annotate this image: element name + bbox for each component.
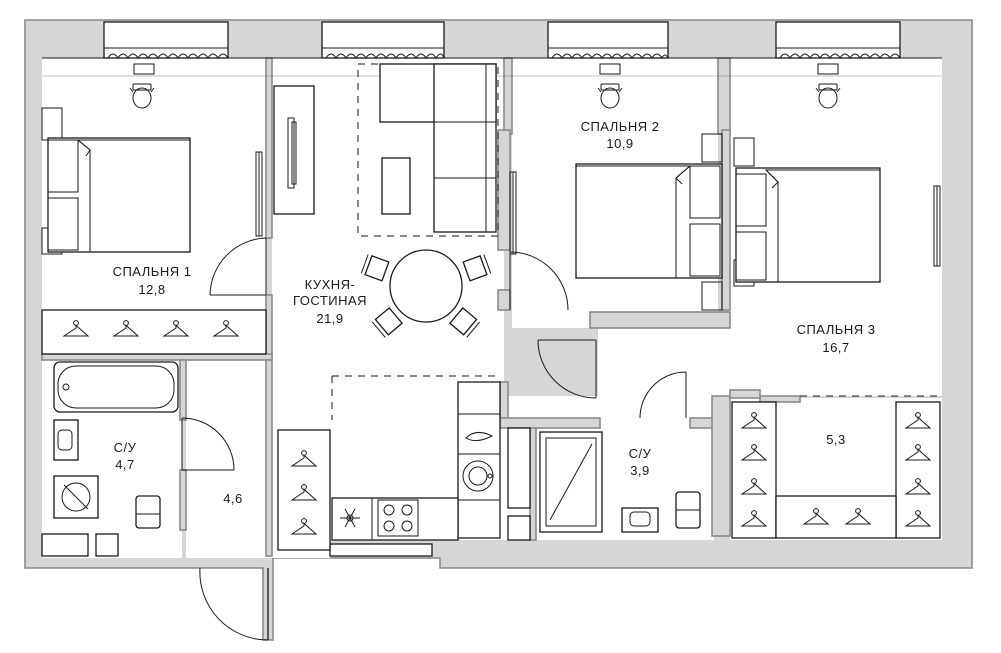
washbasin-icon: [621, 507, 659, 533]
door-bedroom1[interactable]: [209, 237, 267, 296]
hall-wardrobe: [277, 429, 331, 551]
entrance-door[interactable]: [199, 567, 269, 641]
interior-walls: [41, 57, 801, 557]
chair-icon: [371, 306, 404, 338]
room-area-bedroom2: 10,9: [606, 136, 633, 151]
door-bathroom1[interactable]: [181, 417, 235, 471]
window-bedroom3: [775, 21, 901, 59]
nightstand: [733, 137, 755, 167]
windows: [42, 21, 942, 77]
bathroom2-fixtures: [507, 427, 701, 541]
bathroom1-fixtures: [41, 361, 179, 557]
bathtub-icon: [53, 361, 179, 413]
door-bedroom2[interactable]: [509, 251, 569, 311]
faucet-icon: [465, 432, 494, 442]
door-corridor[interactable]: [537, 339, 597, 399]
window-kitchen: [321, 21, 445, 59]
desk-icon: [133, 63, 155, 75]
room-area-bathroom2: 3,9: [630, 463, 650, 478]
toilet-icon: [135, 495, 161, 529]
room-name-bedroom2: СПАЛЬНЯ 2: [581, 119, 660, 134]
room-area-closet: 5,3: [826, 432, 846, 447]
room-area-bedroom1: 12,8: [138, 282, 165, 297]
coffee-table: [381, 157, 411, 215]
stove-icon: [377, 499, 419, 537]
bed-icon: [735, 167, 881, 283]
room-name-kitchen-line2: ГОСТИНАЯ: [293, 293, 367, 308]
chair-icon: [462, 254, 492, 282]
bedroom3-furniture: [733, 63, 942, 397]
desk-icon: [817, 63, 839, 75]
nightstand: [701, 281, 723, 311]
kitchen-living-furniture: [273, 63, 500, 420]
door-bathroom2[interactable]: [639, 371, 687, 419]
room-name-bathroom1: С/У: [114, 440, 137, 455]
walk-in-closet: [731, 401, 941, 539]
room-area-bathroom1: 4,7: [115, 457, 135, 472]
dining-table-icon: [389, 249, 463, 323]
room-name-bathroom2: С/У: [629, 446, 652, 461]
room-area-hall: 4,6: [223, 491, 243, 506]
room-area-kitchen: 21,9: [316, 311, 343, 326]
bed-icon: [575, 163, 723, 279]
room-name-bedroom3: СПАЛЬНЯ 3: [797, 322, 876, 337]
sink-icon: [462, 460, 494, 492]
room-area-bedroom3: 16,7: [822, 340, 849, 355]
fridge-snowflake-icon: [340, 508, 360, 528]
nightstand: [701, 133, 723, 163]
bed-icon: [47, 137, 191, 253]
chair-icon: [360, 254, 390, 282]
wardrobe-bedroom1: [41, 309, 267, 355]
chair-icon: [448, 306, 481, 338]
desk-icon: [599, 63, 621, 75]
room-name-bedroom1: СПАЛЬНЯ 1: [113, 264, 192, 279]
window-bedroom2: [547, 21, 669, 60]
kitchen-block: [329, 381, 501, 557]
bedroom1-furniture: [41, 63, 263, 255]
room-name-kitchen-line1: КУХНЯ-: [305, 277, 356, 292]
bedroom2-furniture: [509, 63, 723, 311]
window-bedroom1: [103, 21, 229, 59]
